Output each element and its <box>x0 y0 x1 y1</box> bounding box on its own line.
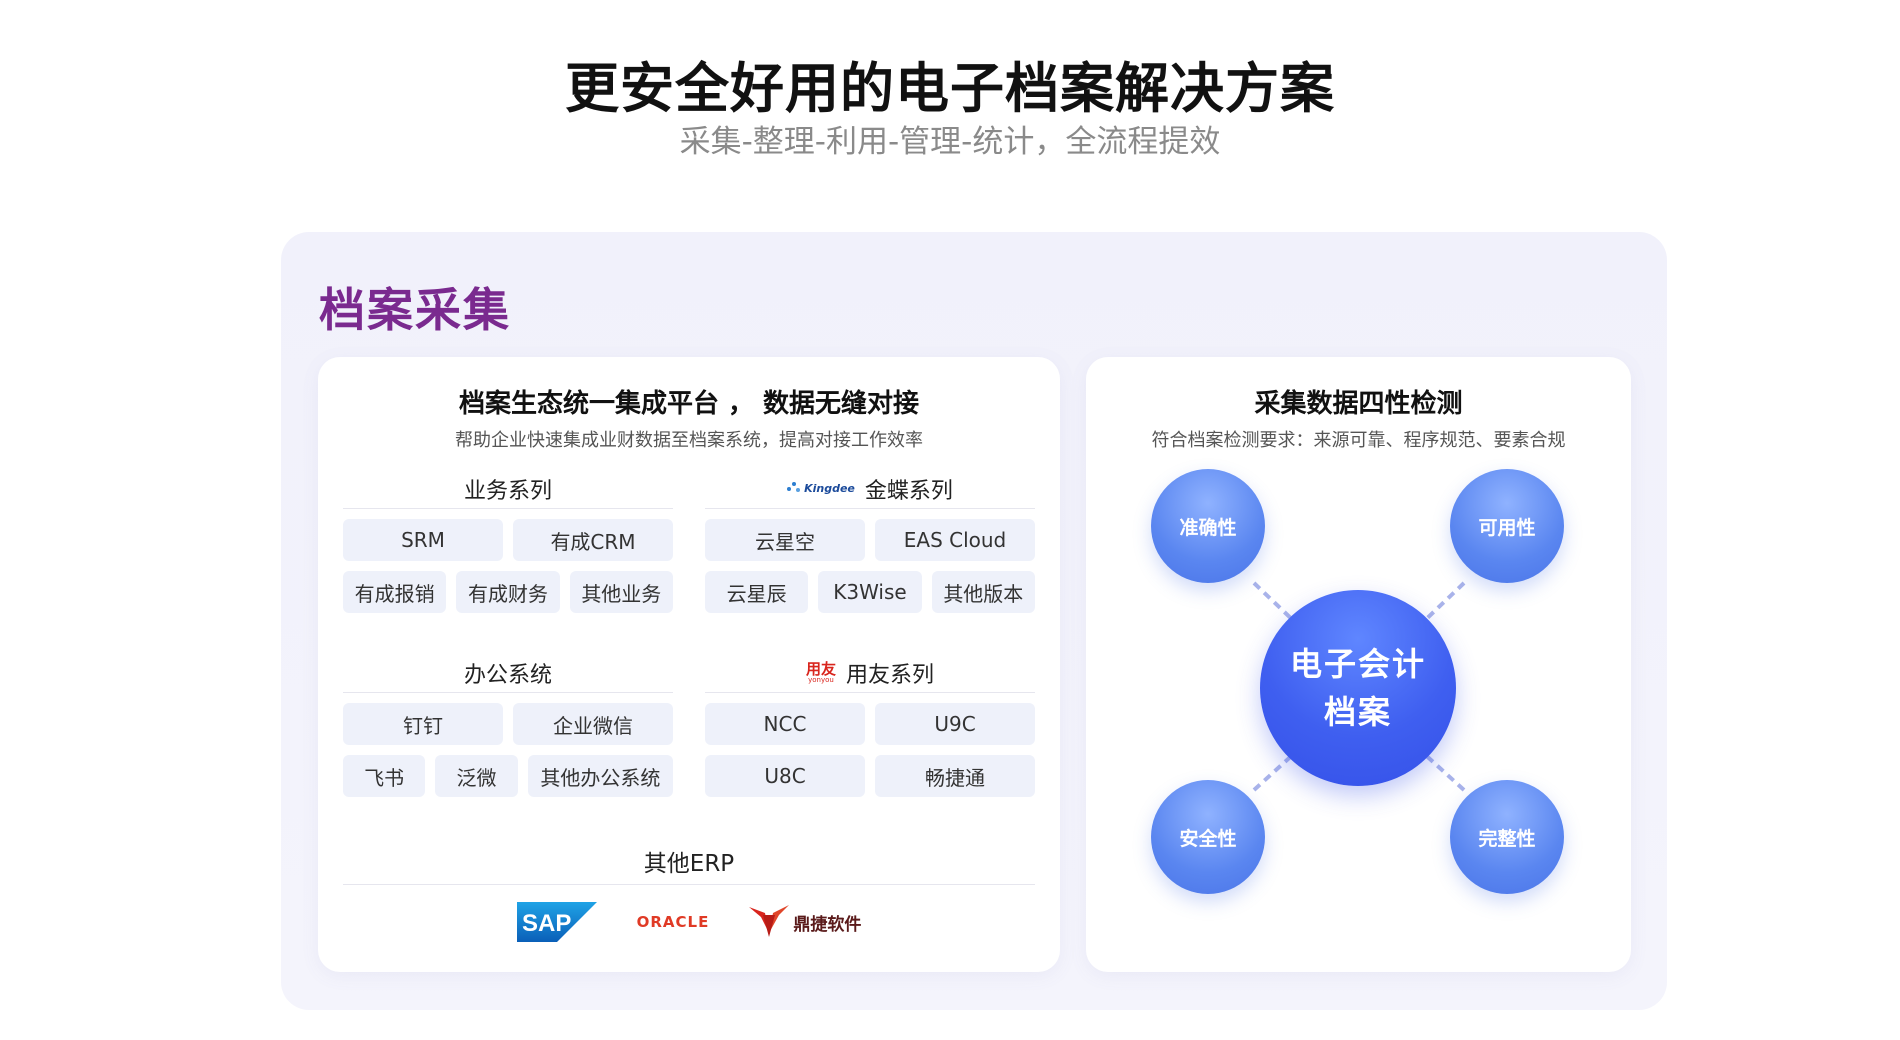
chip-youcheng-expense[interactable]: 有成报销 <box>343 571 447 613</box>
group-kingdee-label: 金蝶系列 <box>864 478 953 504</box>
chip-yunxingchen[interactable]: 云星辰 <box>705 571 809 613</box>
section-title: 档案采集 <box>319 283 511 337</box>
chip-other-version[interactable]: 其他版本 <box>931 571 1035 613</box>
group-yonyou: 用友 yonyou 用友系列 NCC U9C U8C 畅捷通 <box>705 653 1035 797</box>
group-yonyou-label: 用友系列 <box>846 662 935 688</box>
kingdee-logo-icon: Kingdee <box>787 481 855 496</box>
group-kingdee: Kingdee 金蝶系列 云星空 EAS Cloud 云星辰 K3Wise 其他… <box>705 469 1035 613</box>
four-property-check-card: 采集数据四性检测 符合档案检测要求：来源可靠、程序规范、要素合规 准确性 可用性… <box>1086 357 1631 972</box>
chip-other-office[interactable]: 其他办公系统 <box>527 755 673 797</box>
oracle-logo-icon: ORACLE <box>636 913 710 931</box>
chip-youcheng-finance[interactable]: 有成财务 <box>456 571 560 613</box>
group-kingdee-header: Kingdee 金蝶系列 <box>705 469 1035 509</box>
integration-card: 档案生态统一集成平台 ， 数据无缝对接 帮助企业快速集成业财数据至档案系统，提高… <box>318 357 1060 972</box>
chip-u9c[interactable]: U9C <box>875 703 1035 745</box>
other-erp-label: 其他ERP <box>643 850 735 877</box>
chip-feishu[interactable]: 飞书 <box>343 755 426 797</box>
group-business-label: 业务系列 <box>463 478 552 504</box>
node-e-accounting-archive: 电子会计 档案 <box>1260 590 1456 786</box>
chip-k3wise[interactable]: K3Wise <box>818 571 922 613</box>
dingjie-logo-icon: 鼎捷软件 <box>749 903 861 941</box>
yonyou-logo-icon: 用友 yonyou <box>805 659 836 684</box>
check-card-title: 采集数据四性检测 <box>1254 389 1463 419</box>
group-office-label: 办公系统 <box>463 662 552 688</box>
archive-collection-panel: 档案采集 档案生态统一集成平台 ， 数据无缝对接 帮助企业快速集成业财数据至档案… <box>281 232 1667 1010</box>
chip-srm[interactable]: SRM <box>343 519 503 561</box>
other-erp-logos: SAP ORACLE 鼎捷软件 <box>343 897 1035 947</box>
sap-logo-icon: SAP <box>516 902 597 942</box>
chip-u8c[interactable]: U8C <box>705 755 865 797</box>
integration-card-title: 档案生态统一集成平台 ， 数据无缝对接 <box>458 389 920 419</box>
four-property-diagram: 准确性 可用性 电子会计 档案 安全性 完整性 <box>1086 467 1631 967</box>
hero-title: 更安全好用的电子档案解决方案 <box>565 57 1335 120</box>
chip-youcheng-crm[interactable]: 有成CRM <box>513 519 673 561</box>
chip-yunxingkong[interactable]: 云星空 <box>705 519 865 561</box>
chip-fanwei[interactable]: 泛微 <box>435 755 518 797</box>
integration-card-subtitle: 帮助企业快速集成业财数据至档案系统，提高对接工作效率 <box>455 430 923 451</box>
group-yonyou-header: 用友 yonyou 用友系列 <box>705 653 1035 693</box>
group-business-header: 业务系列 <box>343 469 673 509</box>
chip-dingtalk[interactable]: 钉钉 <box>343 703 503 745</box>
chip-other-business[interactable]: 其他业务 <box>569 571 673 613</box>
chip-changjietong[interactable]: 畅捷通 <box>875 755 1035 797</box>
other-erp-header: 其他ERP <box>343 837 1035 885</box>
node-security: 安全性 <box>1151 780 1265 894</box>
node-integrity: 完整性 <box>1450 780 1564 894</box>
chip-wecom[interactable]: 企业微信 <box>513 703 673 745</box>
chip-eas-cloud[interactable]: EAS Cloud <box>875 519 1035 561</box>
svg-text:SAP: SAP <box>522 910 571 937</box>
hero-subtitle: 采集-整理-利用-管理-统计，全流程提效 <box>679 124 1221 160</box>
node-accuracy: 准确性 <box>1151 469 1265 583</box>
check-card-subtitle: 符合档案检测要求：来源可靠、程序规范、要素合规 <box>1151 430 1566 451</box>
node-usability: 可用性 <box>1450 469 1564 583</box>
group-office: 办公系统 钉钉 企业微信 飞书 泛微 其他办公系统 <box>343 653 673 797</box>
group-office-header: 办公系统 <box>343 653 673 693</box>
group-business: 业务系列 SRM 有成CRM 有成报销 有成财务 其他业务 <box>343 469 673 613</box>
chip-ncc[interactable]: NCC <box>705 703 865 745</box>
kingdee-logo-text: Kingdee <box>804 482 855 495</box>
